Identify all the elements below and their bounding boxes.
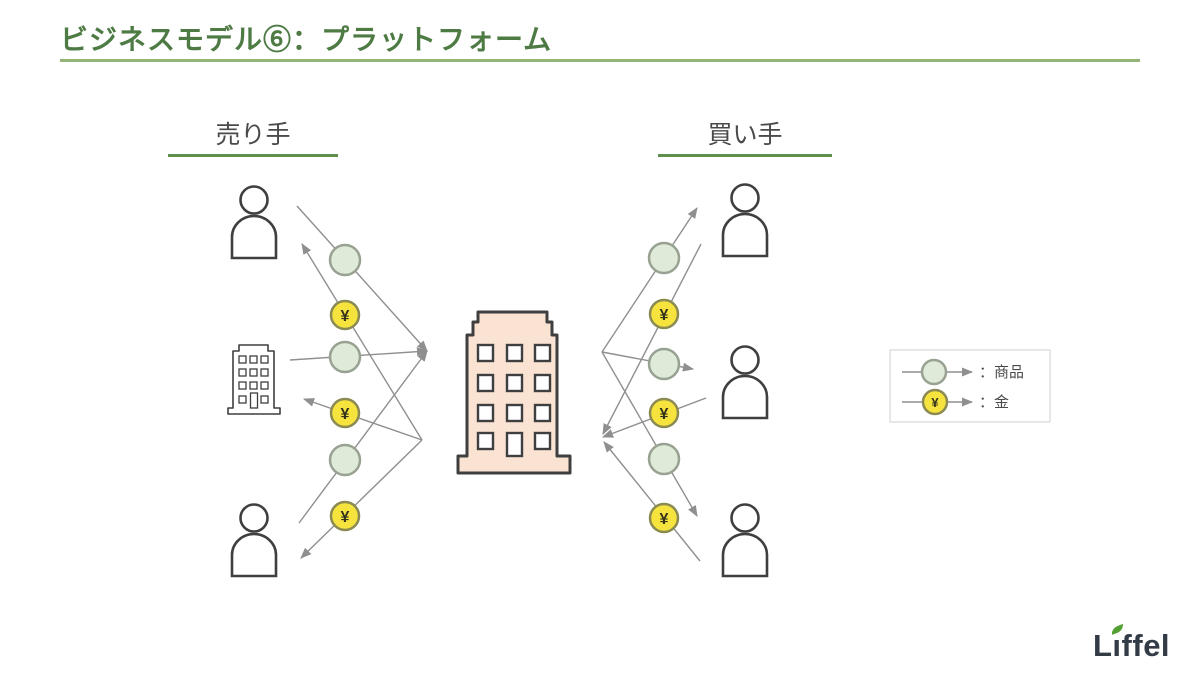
- svg-text:¥: ¥: [660, 511, 669, 528]
- leaf-icon: [1111, 624, 1123, 635]
- seller-company-icon: [227, 344, 281, 415]
- goods-arrow: [298, 350, 428, 524]
- goods-circle-icon: [920, 358, 948, 386]
- sellers-heading: 売り手: [168, 115, 338, 157]
- goods-circle-icon: [328, 443, 362, 477]
- buyer-bottom-person-icon: [721, 503, 769, 578]
- money-coin-icon: ¥: [648, 502, 680, 534]
- goods-circle-icon: [647, 347, 681, 381]
- legend-goods-label: ：商品: [979, 364, 1024, 381]
- svg-text:¥: ¥: [660, 307, 669, 324]
- goods-arrow: [296, 205, 428, 352]
- goods-circle-icon: [647, 442, 681, 476]
- buyers-heading: 買い手: [658, 115, 832, 157]
- money-arrow: [602, 243, 702, 435]
- money-tokens-left: ¥ ¥ ¥: [329, 299, 361, 532]
- seller-bottom-person-icon: [230, 503, 278, 578]
- goods-tokens-left: [328, 243, 362, 477]
- legend-money-row: ¥ ：金: [902, 388, 1009, 416]
- money-arrows-left: [300, 243, 423, 559]
- logo-text: Liffel: [1093, 628, 1171, 663]
- svg-text:¥: ¥: [931, 395, 939, 410]
- svg-text:¥: ¥: [341, 509, 350, 526]
- money-coin-icon: ¥: [648, 298, 680, 330]
- goods-arrow: [601, 207, 698, 353]
- title-underline: [60, 59, 1140, 62]
- buyer-middle-person-icon: [721, 345, 769, 420]
- money-coin-icon: ¥: [329, 397, 361, 429]
- legend-goods-row: ：商品: [902, 358, 1024, 386]
- money-coin-icon: ¥: [648, 397, 680, 429]
- legend-money-label: ：金: [979, 394, 1009, 411]
- money-coin-icon: ¥: [921, 388, 949, 416]
- platform-building-icon: [456, 310, 572, 475]
- legend-box: [889, 349, 1051, 423]
- goods-circle-icon: [328, 243, 362, 277]
- money-arrow: [300, 439, 423, 559]
- goods-arrow: [601, 351, 698, 517]
- money-tokens-right: ¥ ¥ ¥: [648, 298, 680, 534]
- money-coin-icon: ¥: [329, 500, 361, 532]
- logo-dot-cover: [1113, 631, 1122, 639]
- money-arrow: [302, 398, 423, 441]
- goods-tokens-right: [647, 241, 681, 476]
- legend: ：商品 ¥ ：金: [889, 349, 1051, 423]
- svg-text:¥: ¥: [341, 308, 350, 325]
- page-title: ビジネスモデル⑥：プラットフォーム: [60, 24, 553, 55]
- goods-circle-icon: [647, 241, 681, 275]
- money-coin-icon: ¥: [329, 299, 361, 331]
- money-arrow: [301, 243, 423, 441]
- svg-text:¥: ¥: [341, 406, 350, 423]
- goods-circle-icon: [328, 340, 362, 374]
- liffel-logo: Liffel: [1093, 624, 1171, 668]
- money-arrow: [603, 441, 701, 562]
- seller-top-person-icon: [230, 185, 278, 260]
- buyer-top-person-icon: [721, 183, 769, 258]
- svg-text:¥: ¥: [660, 406, 669, 423]
